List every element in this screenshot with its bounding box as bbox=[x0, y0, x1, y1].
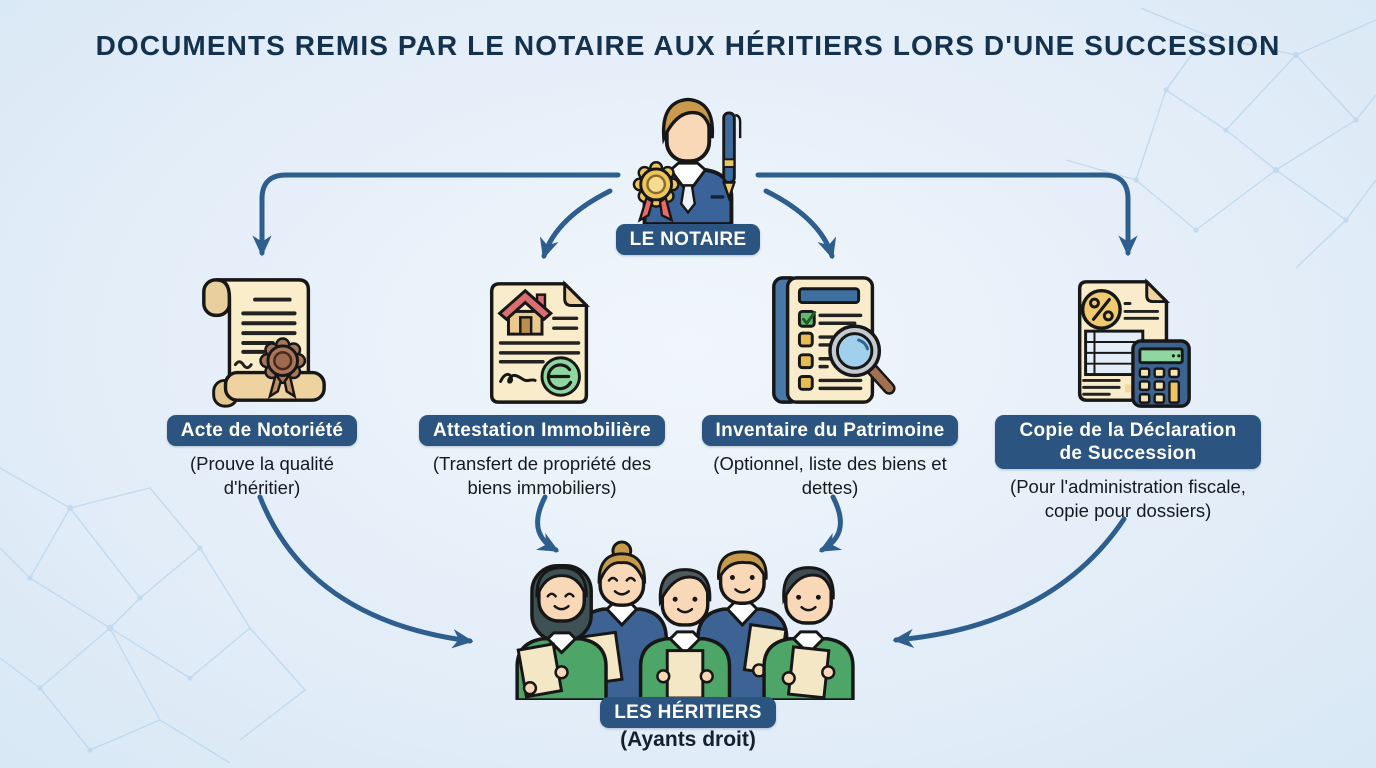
heir-person bbox=[515, 563, 608, 702]
document-label-pill: Inventaire du Patrimoine bbox=[701, 415, 959, 447]
document-label-pill: Acte de Notoriété bbox=[166, 415, 358, 447]
page-title: DOCUMENTS REMIS PAR LE NOTAIRE AUX HÉRIT… bbox=[95, 30, 1281, 61]
document-column-inventaire-du-patrimoine: Inventaire du Patrimoine (Optionnel, lis… bbox=[695, 270, 965, 500]
document-column-declaration-de-succession: Copie de la Déclaration de Succession (P… bbox=[988, 270, 1268, 523]
document-column-acte-de-notoriete: Acte de Notoriété (Prouve la qualité d'h… bbox=[152, 270, 372, 500]
house-icon bbox=[497, 288, 554, 336]
notary-label-pill: LE NOTAIRE bbox=[615, 224, 761, 256]
magnifier-icon bbox=[827, 324, 896, 395]
approval-stamp-icon bbox=[540, 356, 581, 397]
heirs-label-pill: LES HÉRITIERS bbox=[600, 697, 776, 729]
document-column-attestation-immobiliere: Attestation Immobilière (Transfert de pr… bbox=[407, 270, 677, 500]
heir-person bbox=[762, 566, 855, 702]
notoriety-act-scroll-icon bbox=[201, 278, 326, 408]
pen-icon bbox=[722, 111, 742, 202]
document-description: (Optionnel, liste des biens et dettes) bbox=[713, 453, 947, 498]
document-description: (Pour l'administration fiscale, copie po… bbox=[1010, 476, 1246, 522]
percent-icon bbox=[1080, 288, 1122, 330]
property-attestation-document-icon bbox=[489, 280, 590, 404]
document-description: (Transfert de propriété des biens immobi… bbox=[432, 453, 652, 498]
heir-person bbox=[638, 568, 732, 702]
arrow-doc4-to-heirs bbox=[892, 516, 1127, 649]
arrow-doc1-to-heirs bbox=[257, 494, 474, 649]
inventory-checklist-magnifier-icon bbox=[771, 276, 896, 404]
wax-seal-icon bbox=[258, 337, 306, 399]
tax-declaration-calculator-icon bbox=[1077, 278, 1191, 408]
rosette-badge-icon bbox=[632, 161, 680, 223]
document-label-pill: Copie de la Déclaration de Succession bbox=[995, 415, 1261, 470]
document-description: (Prouve la qualité d'héritier) bbox=[190, 453, 334, 498]
notary-person-icon bbox=[632, 97, 742, 226]
heirs-group-icon bbox=[515, 540, 855, 702]
calculator-icon bbox=[1130, 339, 1191, 408]
heirs-sublabel: (Ayants droit) bbox=[620, 728, 756, 751]
document-label-pill: Attestation Immobilière bbox=[418, 415, 666, 447]
